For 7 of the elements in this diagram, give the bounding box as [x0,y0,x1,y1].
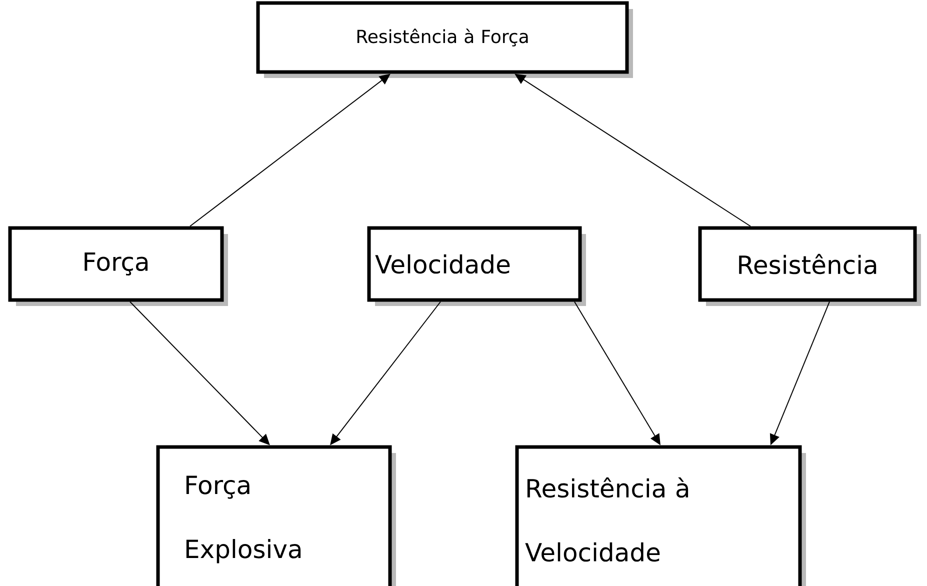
process-box: Resistência à Força [256,1,633,78]
process-box: Força [8,226,228,306]
process-box: Velocidade [367,226,586,306]
process-box: Resistência [698,226,921,306]
arrow [190,74,390,227]
process-box: Força Explosiva [156,445,396,586]
process-box: Resistência à Velocidade [515,445,806,586]
